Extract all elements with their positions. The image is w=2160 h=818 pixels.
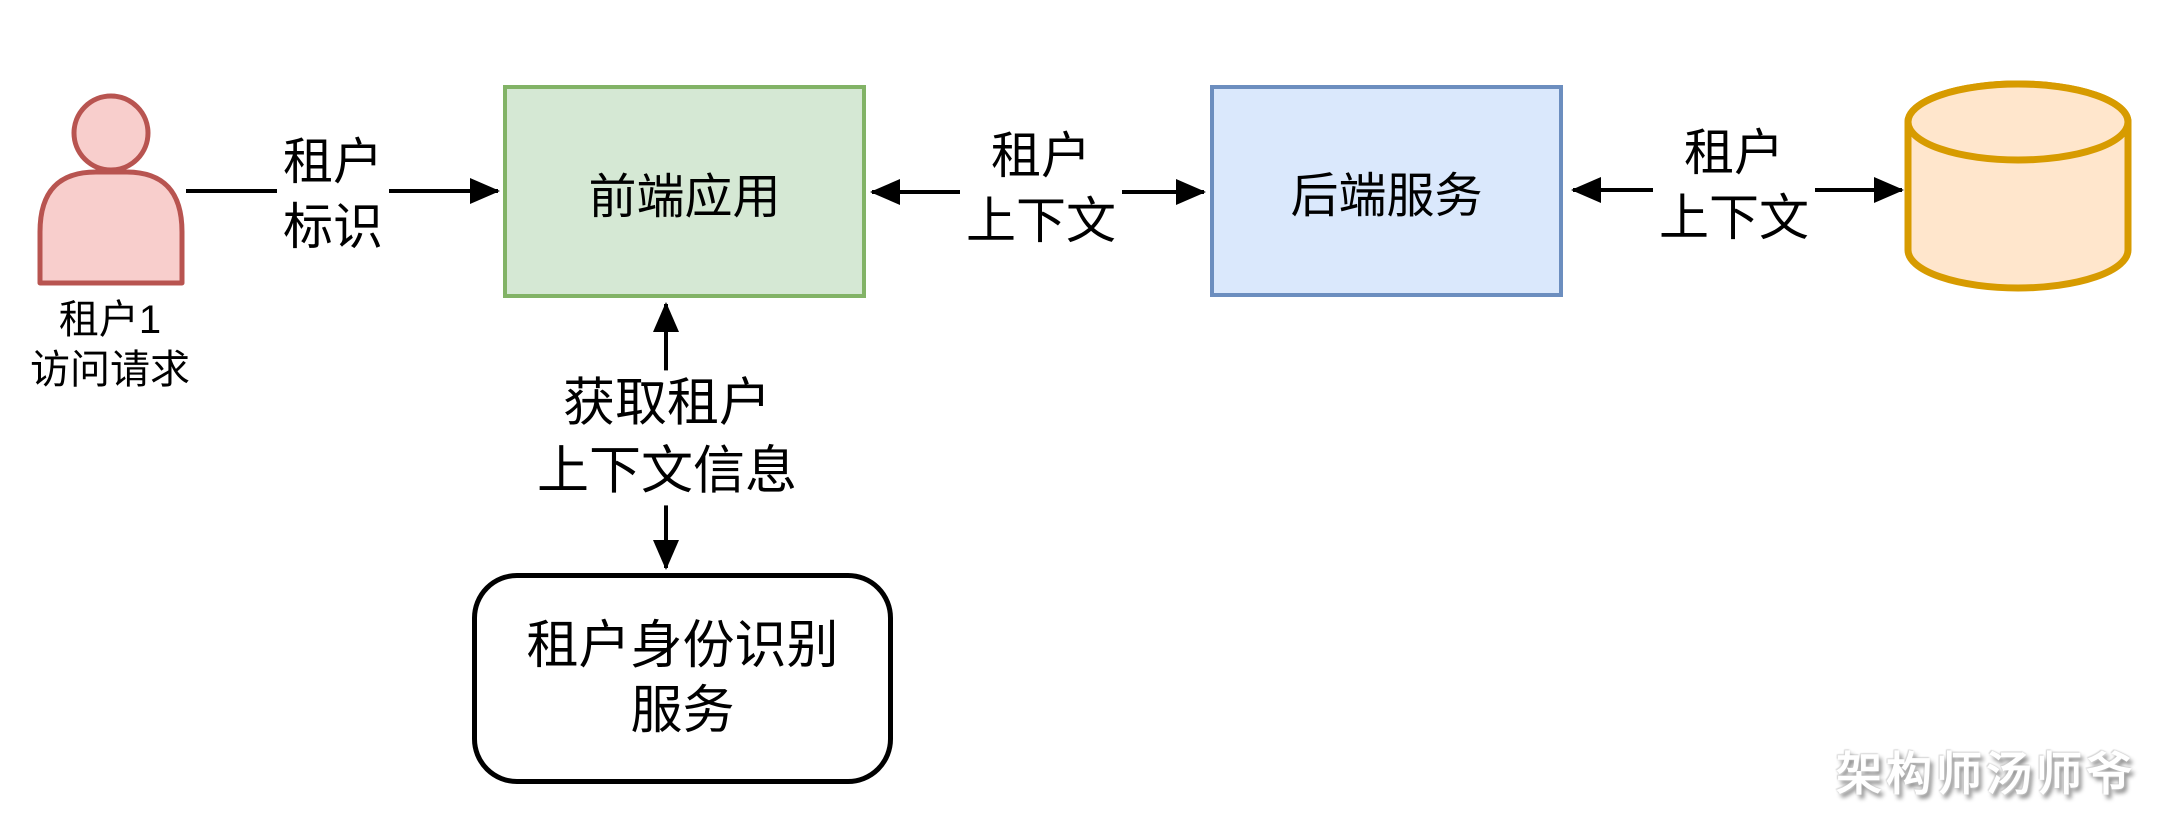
person-icon [37,93,185,286]
tenant-user-caption: 租户1 访问请求 [30,298,190,392]
node-frontend-app: 前端应用 [503,85,866,298]
edge-label-tenant-context-back-db: 租户 上下文 [1653,121,1815,251]
edge-label-tenant-context-front-back: 租户 上下文 [960,124,1122,254]
database-cylinder-icon [1904,80,2132,292]
node-backend-service: 后端服务 [1210,85,1563,297]
node-tenant-identity-service: 租户身份识别 服务 [472,573,893,784]
edge-label-get-tenant-context: 获取租户 上下文信息 [530,370,804,506]
edge-label-tenant-id: 租户 标识 [277,130,389,260]
watermark-text: 架构师汤师爷 [1836,748,2136,800]
